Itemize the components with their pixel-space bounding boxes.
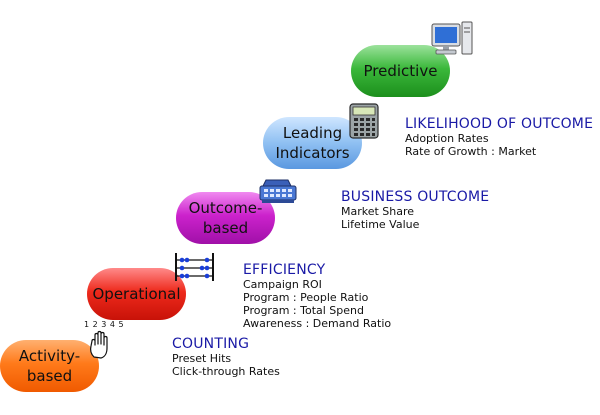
counting-block: COUNTING Preset Hits Click-through Rates	[172, 336, 280, 378]
business-outcome-block: BUSINESS OUTCOME Market Share Lifetime V…	[341, 189, 489, 231]
computer-icon	[431, 21, 473, 55]
likelihood-block: LIKELIHOOD OF OUTCOME Adoption Rates Rat…	[405, 116, 593, 158]
efficiency-item: Awareness : Demand Ratio	[243, 317, 392, 330]
efficiency-item: Program : Total Spend	[243, 304, 364, 317]
likelihood-item: Rate of Growth : Market	[405, 145, 537, 158]
calculator-icon	[349, 103, 379, 139]
stage-operational: Operational	[87, 268, 186, 320]
business-outcome-heading: BUSINESS OUTCOME	[341, 189, 490, 205]
business-outcome-item: Market Share	[341, 205, 415, 218]
counting-item: Preset Hits	[172, 352, 232, 365]
hand-icon	[90, 330, 108, 359]
efficiency-item: Campaign ROI	[243, 278, 322, 291]
likelihood-heading: LIKELIHOOD OF OUTCOME	[405, 116, 594, 132]
abacus-icon	[175, 253, 214, 281]
likelihood-item: Adoption Rates	[405, 132, 489, 145]
business-outcome-item: Lifetime Value	[341, 218, 420, 231]
efficiency-block: EFFICIENCY Campaign ROI Program : People…	[243, 262, 391, 330]
cash-register-icon	[259, 179, 297, 203]
finger-count-label: 1 2 3 4 5	[84, 320, 125, 329]
stage-outcome-based: Outcome- based	[176, 192, 275, 244]
efficiency-item: Program : People Ratio	[243, 291, 369, 304]
efficiency-heading: EFFICIENCY	[243, 262, 326, 278]
counting-item: Click-through Rates	[172, 365, 280, 378]
counting-heading: COUNTING	[172, 336, 250, 352]
stage-predictive: Predictive	[351, 45, 450, 97]
stage-activity-based: Activity- based	[0, 340, 99, 392]
stage-leading-indicators: Leading Indicators	[263, 117, 362, 169]
